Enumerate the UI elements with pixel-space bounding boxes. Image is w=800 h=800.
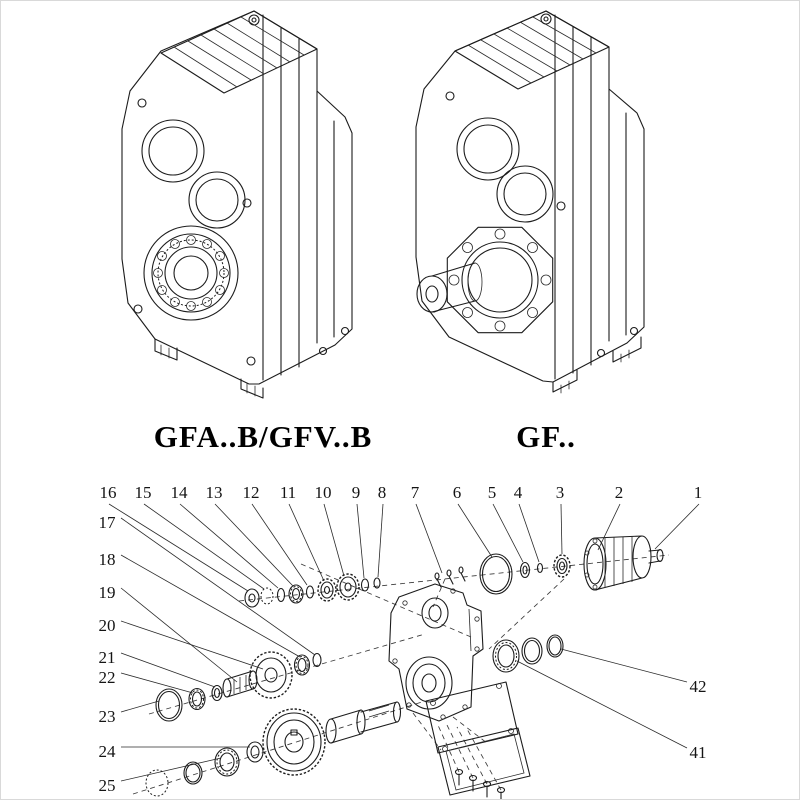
callout-14: 14 [171, 483, 189, 502]
figure-gearbox-gf [415, 10, 645, 394]
callout-9: 9 [352, 483, 361, 502]
callout-10: 10 [315, 483, 332, 502]
part-output-shaft [325, 701, 402, 744]
part-11-gear [317, 578, 337, 602]
part-13-bearing [288, 584, 304, 604]
callout-18: 18 [99, 550, 116, 569]
part-retaining-ring [183, 761, 203, 785]
part-10-gear [336, 573, 360, 601]
callout-12: 12 [243, 483, 260, 502]
model-label-gfab: GFA..B/GFV..B [154, 419, 373, 454]
callout-21: 21 [99, 648, 116, 667]
callout-5: 5 [488, 483, 497, 502]
part-23-oil-seal [155, 688, 183, 722]
part-output-gear [262, 708, 326, 776]
part-7-bolts [434, 566, 466, 588]
bolt-holes-left [133, 14, 350, 366]
callout-17: 17 [99, 513, 117, 532]
output-bearing-left [143, 225, 239, 321]
callout-4: 4 [514, 483, 523, 502]
mounting-feet-left [154, 338, 264, 399]
callout-2: 2 [615, 483, 624, 502]
callout-25: 25 [99, 776, 116, 795]
callout-23: 23 [99, 707, 116, 726]
callout-22: 22 [99, 668, 116, 687]
callout-11: 11 [280, 483, 296, 502]
callout-3: 3 [556, 483, 565, 502]
callout-41: 41 [690, 743, 707, 762]
callouts-top: 16 15 14 13 12 11 10 9 8 7 6 5 4 3 2 1 [100, 483, 703, 502]
part-16-end-cap [244, 588, 260, 608]
part-2-motor-flange [583, 537, 607, 591]
part-15-snap-ring [260, 587, 274, 605]
part-cover-bolts [454, 768, 506, 799]
model-label-gf: GF.. [516, 419, 576, 454]
callout-19: 19 [99, 583, 116, 602]
callout-1: 1 [694, 483, 703, 502]
axis-lines [132, 554, 670, 795]
callout-16: 16 [100, 483, 117, 502]
callout-8: 8 [378, 483, 387, 502]
callout-7: 7 [411, 483, 420, 502]
part-8-washer [373, 577, 381, 589]
part-12-washer [305, 585, 315, 599]
part-42-seal-ring [546, 634, 564, 658]
part-18-bearing [293, 654, 311, 676]
part-5-washer [519, 561, 531, 579]
cooling-ribs-left [160, 10, 318, 94]
part-1-motor-adapter [594, 535, 664, 591]
part-6-oil-seal [479, 553, 513, 595]
part-21-washer [211, 684, 223, 702]
part-17-washer [312, 652, 322, 668]
callout-42: 42 [690, 677, 707, 696]
bolt-holes-right [445, 13, 639, 358]
exploded-diagram: 16 15 14 13 12 11 10 9 8 7 6 5 4 3 2 1 1… [99, 483, 707, 799]
part-25-bearing [214, 747, 240, 777]
input-bores-right [456, 117, 554, 223]
part-cover-plate [437, 727, 531, 796]
callout-6: 6 [453, 483, 462, 502]
part-24-washer [246, 741, 264, 763]
part-gasket [425, 681, 519, 754]
callouts-left: 17 18 19 20 21 22 23 24 25 [99, 513, 117, 795]
part-20-gear-wheel [249, 651, 293, 699]
callout-20: 20 [99, 616, 116, 635]
callout-24: 24 [99, 742, 117, 761]
input-bores-left [141, 119, 246, 229]
callout-13: 13 [206, 483, 223, 502]
callouts-right: 42 41 [690, 677, 707, 762]
part-4-key-pin [536, 562, 544, 574]
part-ring-middle [521, 637, 543, 665]
gear-housing [388, 583, 484, 722]
cooling-ribs-right [454, 10, 610, 90]
part-3-pinion-gear [553, 554, 571, 578]
part-9-spacer [360, 578, 370, 592]
part-22-bearing [188, 687, 206, 711]
part-snap-ring-output [145, 769, 169, 797]
leader-lines [108, 503, 700, 782]
callout-15: 15 [135, 483, 152, 502]
figure-gearbox-gfab [121, 10, 353, 399]
mounting-feet-right [552, 336, 642, 394]
part-41-bearing [492, 639, 520, 673]
part-14-washer [276, 587, 286, 603]
output-flange-shaft [416, 226, 554, 334]
